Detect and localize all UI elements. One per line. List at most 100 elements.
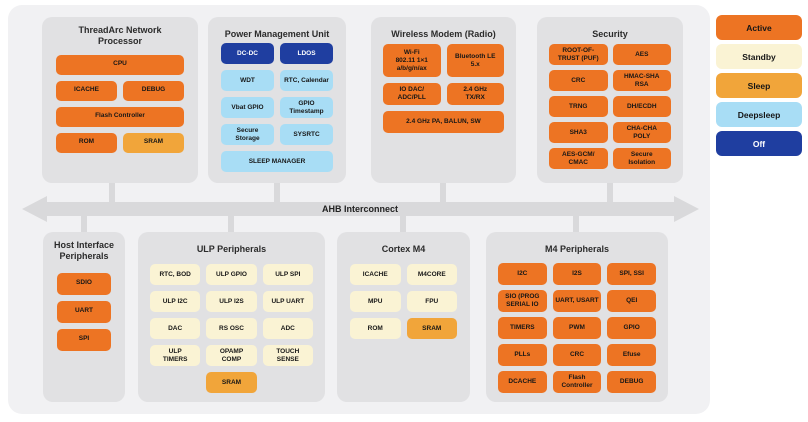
block-qei: QEI [607, 290, 656, 313]
block-ulp-uart: ULP UART [262, 291, 313, 313]
block-spi-ssi: SPI, SSI [607, 263, 656, 286]
section-title: Cortex M4 [381, 244, 426, 254]
block-flash-controller: Flash Controller [552, 371, 602, 394]
legend-item-active: Active [716, 15, 802, 40]
block-rtc-calendar: RTC, Calendar [280, 70, 333, 92]
block-plls: PLLs [498, 344, 547, 367]
block-pwm: PWM [552, 317, 602, 340]
block-ulp-spi: ULP SPI [262, 264, 313, 286]
block-dc-dc: DC-DC [221, 43, 274, 65]
block-vbat-gpio: Vbat GPIO [221, 97, 274, 119]
block-sram: SRAM [406, 318, 457, 340]
block-aes: AES [612, 44, 671, 66]
block-sha3: SHA3 [549, 122, 608, 144]
power-state-legend: Active Standby Sleep Deepsleep Off [716, 15, 802, 160]
block-crc: CRC [552, 344, 602, 367]
block-mpu: MPU [350, 291, 401, 313]
block-bluetooth-le-5-x: Bluetooth LE 5.x [446, 44, 504, 78]
block-uart: UART [57, 300, 111, 323]
right-arrow-icon [674, 196, 699, 222]
legend-item-deepsleep: Deepsleep [716, 102, 802, 127]
legend-item-sleep: Sleep [716, 73, 802, 98]
block-sleep-manager: SLEEP MANAGER [221, 151, 333, 173]
block-debug: DEBUG [607, 371, 656, 394]
block-timers: TIMERS [498, 317, 547, 340]
block-ulp-gpio: ULP GPIO [206, 264, 257, 286]
ahb-interconnect-label: AHB Interconnect [321, 204, 398, 214]
block-sysrtc: SYSRTC [280, 124, 333, 146]
block-adc: ADC [262, 318, 313, 340]
block-opamp-comp: OPAMP COMP [206, 345, 257, 367]
block-gpio-timestamp: GPIO Timestamp [280, 97, 333, 119]
connector-line [228, 215, 234, 233]
block-root-of-trust-puf: ROOT-OF- TRUST (PUF) [549, 44, 608, 66]
block-secure-isolation: Secure Isolation [612, 148, 671, 170]
section-title: Security [592, 29, 628, 39]
block-ulp-timers: ULP TIMERS [150, 345, 201, 367]
block-gpio: GPIO [607, 317, 656, 340]
block-wi-fi-802-11-1-1-a-b-g-n-ax: Wi-Fi 802.11 1×1 a/b/g/n/ax [383, 44, 441, 78]
block-spi: SPI [57, 328, 111, 351]
block-cpu: CPU [56, 54, 184, 75]
block-flash-controller: Flash Controller [56, 106, 184, 127]
section-title: Wireless Modem (Radio) [391, 29, 496, 39]
connector-line [109, 182, 115, 203]
block-rs-osc: RS OSC [206, 318, 257, 340]
left-arrow-icon [22, 196, 47, 222]
block-i2s: I2S [552, 263, 602, 286]
block-dac: DAC [150, 318, 201, 340]
section-title: ThreadArc Network Processor [78, 25, 162, 47]
block-ulp-i2c: ULP I2C [150, 291, 201, 313]
legend-item-standby: Standby [716, 44, 802, 69]
connector-line [440, 182, 446, 203]
block-crc: CRC [549, 70, 608, 92]
block-uart-usart: UART, USART [552, 290, 602, 313]
block-trng: TRNG [549, 96, 608, 118]
block-ulp-i2s: ULP I2S [206, 291, 257, 313]
section-title: Host Interface Peripherals [53, 240, 115, 262]
legend-item-off: Off [716, 131, 802, 156]
block-2-4-ghz-tx-rx: 2.4 GHz TX/RX [446, 83, 504, 106]
block-2-4-ghz-pa-balun-sw: 2.4 GHz PA, BALUN, SW [383, 111, 504, 134]
block-rom: ROM [56, 132, 117, 153]
section-power-management-unit: Power Management Unit DC-DC LDOS WDT RTC, C… [208, 17, 346, 183]
block-sio-prog-serial-io: SIO (PROG SERIAL IO [498, 290, 547, 313]
block-fpu: FPU [406, 291, 457, 313]
block-hmac-sha-rsa: HMAC-SHA RSA [612, 70, 671, 92]
section-title: Power Management Unit [224, 29, 330, 39]
block-efuse: Efuse [607, 344, 656, 367]
section-title: ULP Peripherals [196, 244, 267, 254]
block-dh-ecdh: DH/ECDH [612, 96, 671, 118]
block-debug: DEBUG [123, 80, 184, 101]
block-touch-sense: TOUCH SENSE [262, 345, 313, 367]
block-sram: SRAM [206, 372, 257, 394]
block-io-dac-adc-pll: IO DAC/ ADC/PLL [383, 83, 441, 106]
block-i2c: I2C [498, 263, 547, 286]
block-icache: ICACHE [350, 264, 401, 286]
connector-line [607, 182, 613, 203]
block-aes-gcm-cmac: AES-GCM/ CMAC [549, 148, 608, 170]
block-wdt: WDT [221, 70, 274, 92]
block-secure-storage: Secure Storage [221, 124, 274, 146]
block-dcache: DCACHE [498, 371, 547, 394]
ahb-interconnect-bus: AHB Interconnect [46, 202, 674, 216]
block-sram: SRAM [123, 132, 184, 153]
block-icache: ICACHE [56, 80, 117, 101]
block-ldos: LDOS [280, 43, 333, 65]
connector-line [573, 215, 579, 233]
connector-line [81, 215, 87, 233]
block-rtc-bod: RTC, BOD [150, 264, 201, 286]
connector-line [400, 215, 406, 233]
